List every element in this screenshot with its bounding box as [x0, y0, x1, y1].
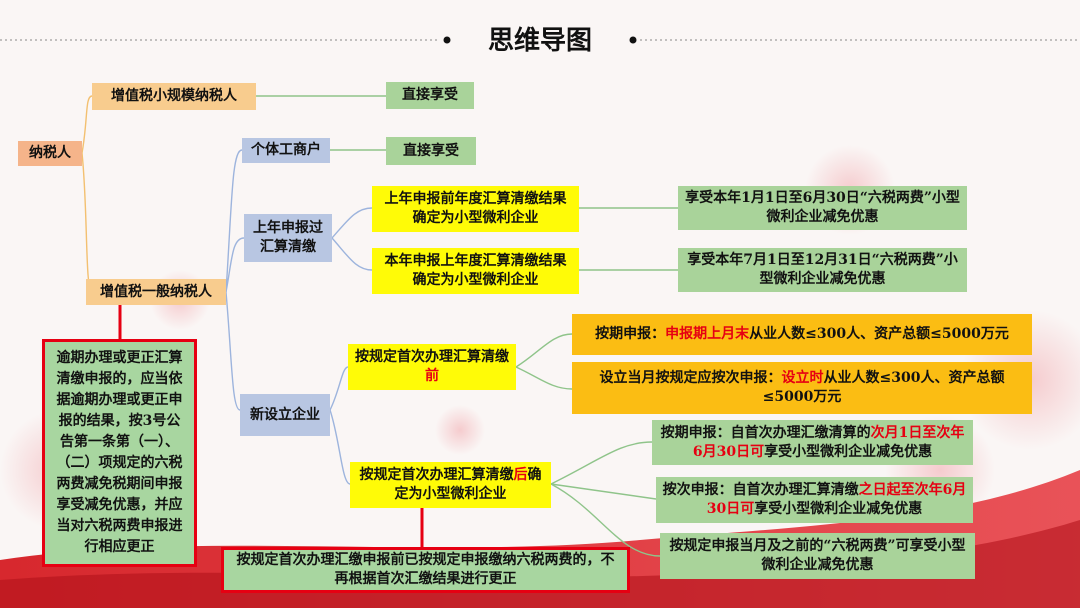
node-before-first-label: 按规定首次办理汇算清缴前: [355, 349, 509, 384]
page-title: 思维导图: [487, 26, 592, 56]
node-after-per-time-label: 按次申报：自首次办理汇算清缴之日起至次年6月30日可享受小型微利企业减免优惠: [662, 482, 967, 517]
connector-ag-period: [550, 441, 653, 485]
node-after-prior: 按规定申报当月及之前的“六税两费”可享受小型微利企业减免优惠: [660, 533, 975, 579]
connector-filed-before: [331, 207, 373, 239]
node-new-enterprise-label: 新设立企业: [250, 406, 320, 423]
node-filed-before-label: 上年申报前年度汇算清缴结果确定为小型微利企业: [384, 191, 567, 226]
node-filed-after-result: 享受本年7月1日至12月31日“六税两费”小型微利企业减免优惠: [678, 248, 967, 292]
node-taxpayer: 纳税人: [18, 141, 82, 166]
connector-general-filed: [225, 237, 245, 293]
note-bottom-callout: 按规定首次办理汇缴申报前已按规定申报缴纳六税两费的，不再根据首次汇缴结果进行更正: [221, 547, 630, 593]
node-after-prior-label: 按规定申报当月及之前的“六税两费”可享受小型微利企业减免优惠: [669, 538, 966, 573]
node-before-period: 按期申报：申报期上月末从业人数≤300人、资产总额≤5000万元: [572, 314, 1032, 355]
node-taxpayer-label: 纳税人: [29, 145, 71, 161]
note-left-callout: 逾期办理或更正汇算清缴申报的，应当依据逾期办理或更正申报的结果，按3号公告第一条…: [42, 339, 197, 567]
connector-ag-pertime: [550, 483, 657, 500]
node-new-enterprise: 新设立企业: [240, 394, 330, 436]
node-before-per-time-label: 设立当月按规定应按次申报：设立时从业人数≤300人、资产总额≤5000万元: [599, 370, 1005, 405]
node-individual-result: 直接享受: [386, 137, 476, 165]
node-after-period: 按期申报：自首次办理汇缴清算的次月1日至次年6月30日可享受小型微利企业减免优惠: [652, 420, 973, 465]
node-general: 增值税一般纳税人: [86, 279, 226, 305]
connector-root-general: [81, 152, 93, 293]
node-filed-after-label: 本年申报上年度汇算清缴结果确定为小型微利企业: [384, 253, 567, 288]
node-small-scale-label: 增值税小规模纳税人: [111, 88, 237, 104]
connector-new-bg: [329, 366, 349, 411]
node-small-scale-result-label: 直接享受: [402, 87, 458, 103]
connector-bg-pertime: [515, 366, 573, 390]
node-filed-before-result-label: 享受本年1月1日至6月30日“六税两费”小型微利企业减免优惠: [685, 190, 960, 225]
node-after-per-time: 按次申报：自首次办理汇算清缴之日起至次年6月30日可享受小型微利企业减免优惠: [656, 477, 973, 523]
node-individual-result-label: 直接享受: [403, 142, 459, 159]
node-individual: 个体工商户: [242, 138, 330, 163]
node-after-first: 按规定首次办理汇算清缴后确定为小型微利企业: [350, 462, 551, 508]
node-after-period-label: 按期申报：自首次办理汇缴清算的次月1日至次年6月30日可享受小型微利企业减免优惠: [660, 424, 965, 460]
connector-ag-prior: [550, 483, 661, 557]
node-individual-label: 个体工商户: [251, 142, 321, 158]
node-filed-before: 上年申报前年度汇算清缴结果确定为小型微利企业: [372, 186, 579, 232]
connector-new-ag: [329, 409, 351, 485]
node-filed-label: 上年申报过汇算清缴: [253, 220, 323, 255]
node-small-scale-result: 直接享受: [386, 82, 474, 109]
connector-root-small: [81, 95, 93, 154]
node-filed-after-result-label: 享受本年7月1日至12月31日“六税两费”小型微利企业减免优惠: [687, 252, 958, 287]
node-after-first-label: 按规定首次办理汇算清缴后确定为小型微利企业: [359, 467, 542, 502]
node-filed-after: 本年申报上年度汇算清缴结果确定为小型微利企业: [372, 248, 579, 294]
node-before-period-label: 按期申报：申报期上月末从业人数≤300人、资产总额≤5000万元: [595, 326, 1009, 342]
node-filed-before-result: 享受本年1月1日至6月30日“六税两费”小型微利企业减免优惠: [678, 186, 967, 230]
connector-general-new: [225, 291, 241, 411]
node-small-scale: 增值税小规模纳税人: [92, 83, 256, 110]
node-before-first: 按规定首次办理汇算清缴前: [348, 344, 516, 390]
node-general-label: 增值税一般纳税人: [100, 283, 212, 300]
note-left-text: 逾期办理或更正汇算清缴申报的，应当依据逾期办理或更正申报的结果，按3号公告第一条…: [56, 350, 183, 555]
node-filed: 上年申报过汇算清缴: [244, 214, 332, 262]
connector-filed-after: [331, 237, 373, 271]
note-bottom-text: 按规定首次办理汇缴申报前已按规定申报缴纳六税两费的，不再根据首次汇缴结果进行更正: [236, 552, 615, 587]
node-before-per-time: 设立当月按规定应按次申报：设立时从业人数≤300人、资产总额≤5000万元: [572, 362, 1032, 414]
connector-bg-period: [515, 333, 573, 368]
connector-general-individual: [225, 149, 243, 293]
